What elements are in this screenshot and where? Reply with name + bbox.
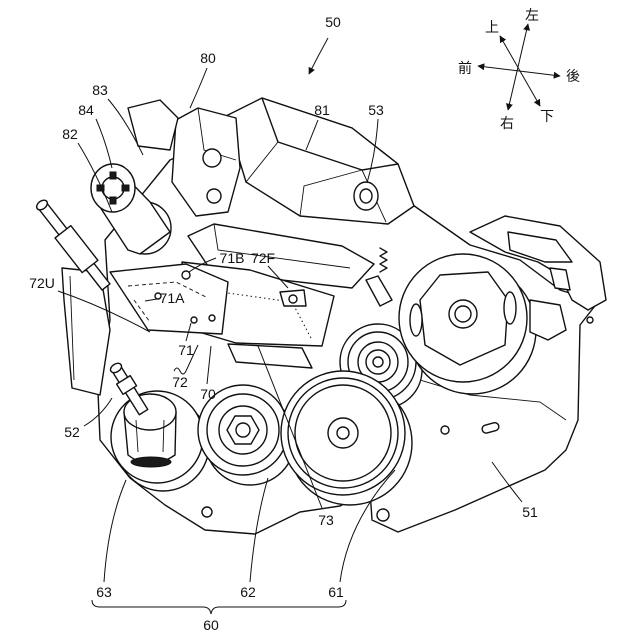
component-80-screw [207, 189, 221, 203]
leader-63 [104, 480, 126, 582]
left-right-arrow [508, 24, 528, 110]
label-72: 72 [172, 374, 188, 390]
component-53-inner [360, 189, 372, 203]
component-83-bracket [128, 100, 178, 150]
plate-71-hole [191, 317, 197, 323]
direction-front-label: 前 [458, 60, 472, 77]
pulley-51-slot [410, 304, 422, 336]
label-62: 62 [240, 584, 256, 600]
plate-hole [377, 509, 389, 521]
front-back-arrow [478, 66, 560, 76]
pulley-51-slot [504, 292, 516, 324]
gear-62-hole [236, 423, 250, 437]
brace-60 [92, 600, 346, 614]
direction-down-label: 下 [540, 109, 554, 125]
direction-up-label: 上 [485, 20, 499, 36]
up-down-arrow [500, 36, 540, 106]
direction-back-label: 後 [566, 69, 580, 85]
component-84-notch [110, 197, 116, 204]
label-61: 61 [328, 584, 344, 600]
label-52: 52 [64, 424, 80, 440]
plate-hole [441, 426, 449, 434]
label-60: 60 [203, 617, 219, 633]
label-83: 83 [92, 82, 108, 98]
plate-71-hole [209, 315, 215, 321]
direction-indicator: 上 左 前 後 右 下 [458, 8, 580, 132]
shaft-82-collar [55, 226, 98, 273]
component-63-band [131, 457, 171, 467]
label-70: 70 [200, 386, 216, 402]
tab-72F-hole [289, 295, 297, 303]
component-84-notch [122, 185, 129, 191]
label-72U: 72U [29, 275, 55, 291]
component-80-screw [203, 149, 221, 167]
direction-right-label: 右 [500, 116, 514, 132]
label-80: 80 [200, 50, 216, 66]
gear-61-hole [337, 427, 349, 439]
plate-hole [587, 317, 593, 323]
component-84-notch [110, 172, 116, 179]
leader-50-arrow [309, 38, 328, 74]
leader-84 [96, 119, 112, 168]
label-51: 51 [522, 504, 538, 520]
pulley-51-hole [455, 306, 471, 322]
label-73: 73 [318, 512, 334, 528]
label-63: 63 [96, 584, 112, 600]
direction-left-label: 左 [525, 8, 539, 24]
middle-pulley-hole [373, 357, 383, 367]
label-71: 71 [178, 342, 194, 358]
label-53: 53 [368, 102, 384, 118]
label-71A: 71A [160, 290, 186, 306]
label-71B: 71B [220, 250, 245, 266]
label-84: 84 [78, 102, 94, 118]
plate-hole [202, 507, 212, 517]
label-81: 81 [314, 102, 330, 118]
leader-80 [190, 68, 207, 108]
label-82: 82 [62, 126, 78, 142]
label-50: 50 [325, 14, 341, 30]
label-72F: 72F [251, 250, 275, 266]
plate-71-pin [182, 271, 190, 279]
component-53 [354, 182, 378, 210]
